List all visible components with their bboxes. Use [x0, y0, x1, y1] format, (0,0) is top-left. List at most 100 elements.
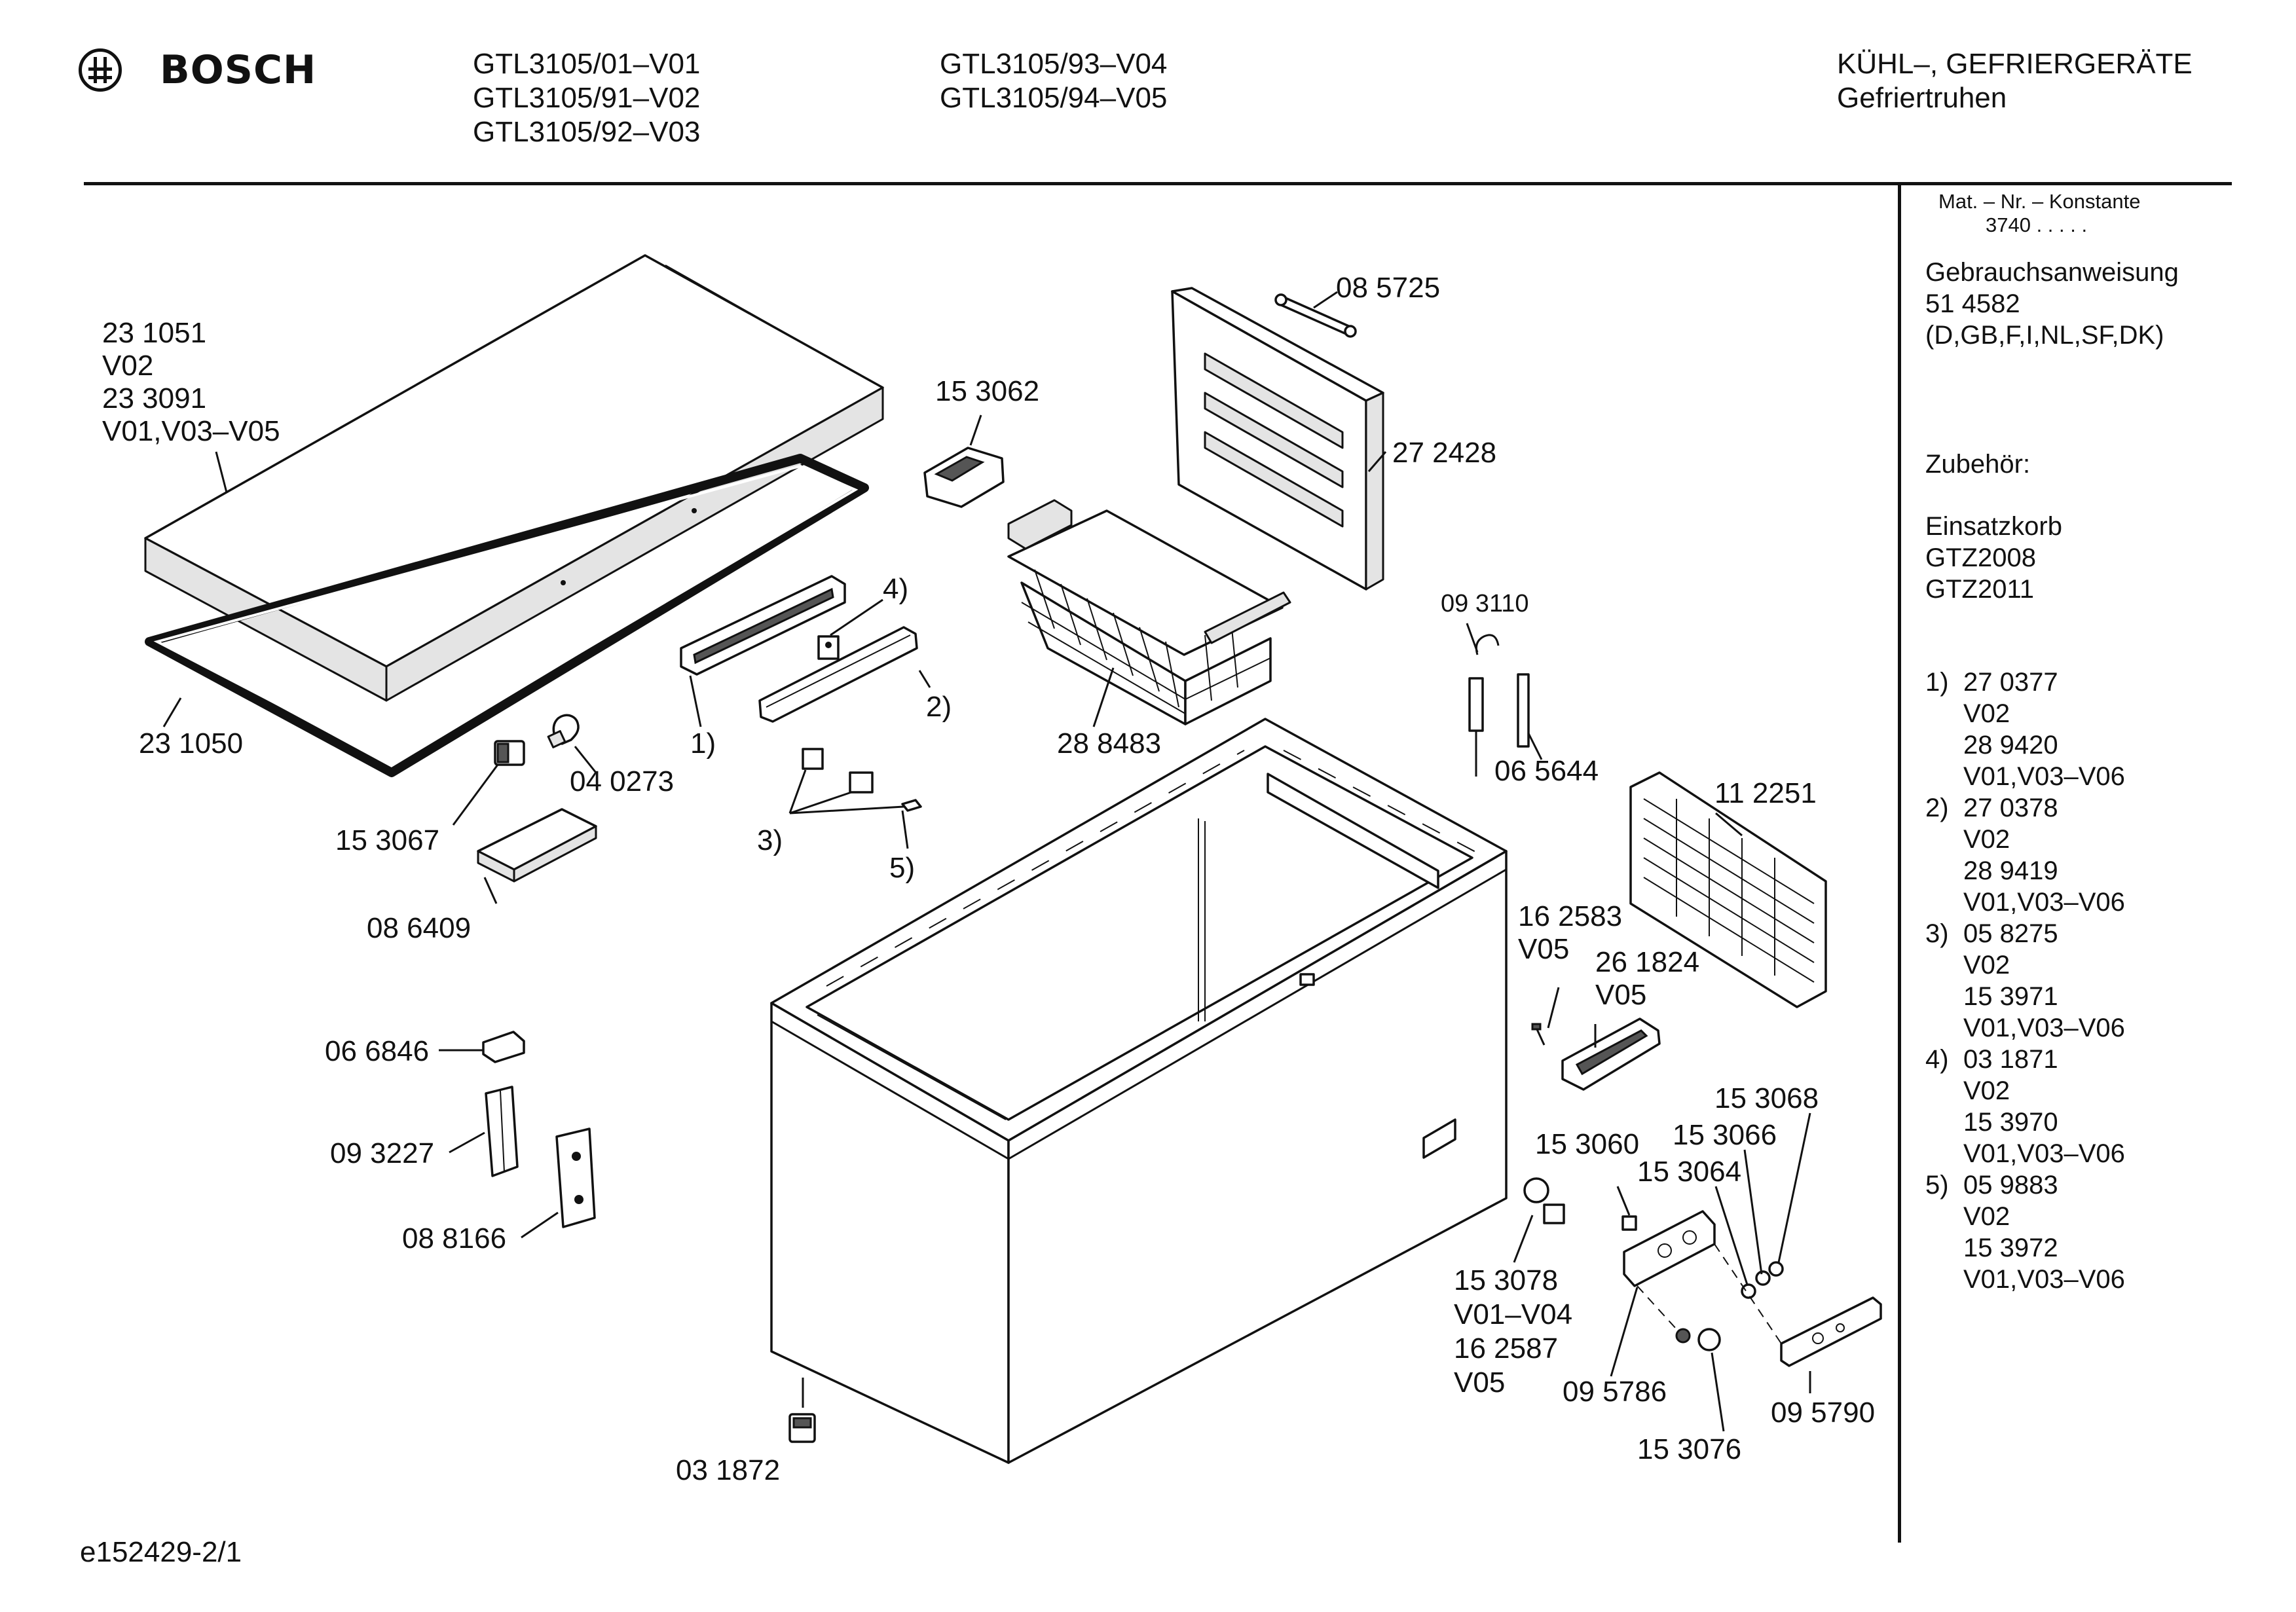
knob	[1675, 1328, 1721, 1351]
model-list-col2: GTL3105/93–V04 GTL3105/94–V05	[940, 47, 1167, 115]
grille-divider	[1171, 287, 1384, 591]
footnote-line: V02	[1925, 1075, 2125, 1107]
footnote-line: 5) 05 9883	[1925, 1169, 2125, 1201]
label-basket: 28 8483	[1057, 727, 1161, 760]
label-hinge: 08 8166	[402, 1222, 506, 1255]
footnote-line: V01,V03–V06	[1925, 1138, 2125, 1169]
footnote-line: V02	[1925, 1201, 2125, 1232]
footnote-line: 2)27 0378	[1925, 792, 2125, 824]
footnote-part-number: V01,V03–V06	[1963, 1139, 2125, 1168]
part-labels: 23 1051 V02 23 3091 V01,V03–V05 23 1050 …	[102, 272, 1875, 1486]
footnote-line: 15 3971	[1925, 981, 2125, 1012]
cabinet	[770, 718, 1508, 1464]
footnote-line: 15 3972	[1925, 1232, 2125, 1264]
model-list-col1: GTL3105/01–V01 GTL3105/91–V02 GTL3105/92…	[473, 47, 700, 149]
footnote-part-number: 15 3970	[1963, 1108, 2058, 1137]
label-thermostat: 16 2587	[1454, 1332, 1558, 1365]
back-grille	[1629, 771, 1827, 1008]
footnote-line: V01,V03–V06	[1925, 1264, 2125, 1295]
lamp-socket	[1523, 1177, 1565, 1224]
footnote-part-number: V02	[1963, 1076, 2010, 1105]
footnote-line: 4) 03 1871	[1925, 1044, 2125, 1075]
hinge	[555, 1127, 596, 1228]
model-number: GTL3105/01–V01	[473, 48, 701, 80]
category-title: KÜHL–, GEFRIERGERÄTE	[1837, 48, 2193, 80]
footnote-part-number: V02	[1963, 951, 2010, 980]
parts-drawing: 23 1051 V02 23 3091 V01,V03–V05 23 1050 …	[102, 254, 1882, 1486]
label-back-grille: 11 2251	[1714, 777, 1817, 809]
footnote-number: 4)	[1925, 1045, 1949, 1074]
label-lid: 23 1051	[102, 317, 206, 349]
category-block: KÜHL–, GEFRIERGERÄTE Gefriertruhen	[1837, 47, 2193, 115]
footnote-part-number: 15 3971	[1963, 982, 2058, 1011]
footnote-line: 3)05 8275	[1925, 918, 2125, 949]
footnote-part-number: 15 3972	[1963, 1234, 2058, 1262]
recessed-handle	[1561, 1017, 1661, 1091]
drawing-id: e152429-2/1	[80, 1536, 242, 1568]
manual-title: Gebrauchsanweisung	[1925, 258, 2179, 287]
footnote-part-number: 27 0377	[1963, 668, 2058, 697]
footnote-line: V02	[1925, 824, 2125, 855]
screw	[1531, 1023, 1546, 1046]
label-grille-divider: 27 2428	[1392, 437, 1496, 469]
material-constant-label: Mat. – Nr. – Konstante	[1938, 190, 2141, 213]
clips	[802, 748, 922, 812]
footnote-line: 15 3970	[1925, 1107, 2125, 1138]
footnote-number: 1)	[1925, 668, 1949, 697]
accessory-item: GTZ2011	[1925, 575, 2034, 604]
footnote-part-number: 28 9420	[1963, 731, 2058, 760]
footnote-part-number: V01,V03–V06	[1963, 1265, 2125, 1294]
label-screw: V05	[1518, 933, 1569, 965]
label-thermostat-sensor: 09 3110	[1441, 590, 1529, 617]
label-lamp-holder: 15 3067	[335, 824, 439, 856]
label-lamp-socket: 15 3060	[1535, 1128, 1639, 1160]
assembly-guides	[1637, 1243, 1782, 1344]
label-clip-small: 5)	[889, 852, 915, 884]
label-lamp-cover: 08 6409	[367, 912, 471, 944]
footnote-line: 28 9419	[1925, 855, 2125, 887]
label-thermostat: 15 3078	[1454, 1264, 1558, 1296]
footnote-number: 5)	[1925, 1171, 1949, 1200]
brand-name: BOSCH	[160, 47, 317, 93]
basket	[1007, 499, 1291, 725]
footnote-part-number: V02	[1963, 825, 2010, 854]
category-subtitle: Gefriertruhen	[1837, 82, 2007, 114]
label-lid: V01,V03–V05	[102, 415, 280, 447]
label-bulb: 04 0273	[570, 765, 674, 797]
label-handle-cap: 4)	[883, 573, 908, 605]
label-gasket: 23 1050	[139, 727, 243, 760]
sensor-rod	[1517, 673, 1530, 748]
lamp-holder	[494, 740, 525, 766]
control-panel	[1780, 1296, 1882, 1367]
label-thermostat: V05	[1454, 1366, 1505, 1399]
footnote-part-number: V01,V03–V06	[1963, 762, 2125, 791]
footnote-part-number: V02	[1963, 1202, 2010, 1231]
footnote-line: V02	[1925, 949, 2125, 981]
label-foot: 03 1872	[676, 1454, 780, 1486]
lid-gasket	[145, 454, 869, 777]
model-number: GTL3105/92–V03	[473, 116, 701, 148]
handle	[680, 575, 846, 676]
material-constant-value: 3740 . . . . .	[1986, 213, 2088, 236]
footnote-part-number: 05 9883	[1963, 1171, 2058, 1200]
label-indicator-2: 15 3066	[1673, 1119, 1777, 1151]
foot	[788, 1413, 816, 1443]
footnote-part-number: V02	[1963, 699, 2010, 728]
label-thermostat: V01–V04	[1454, 1298, 1572, 1330]
label-hinge-bar: 08 5725	[1336, 272, 1440, 304]
accessories-title: Zubehör:	[1925, 450, 2031, 479]
label-lid: 23 3091	[102, 382, 206, 414]
handle-bar	[758, 626, 918, 723]
label-lid: V02	[102, 350, 153, 382]
label-latch: 15 3062	[935, 375, 1039, 407]
footnote-line: V01,V03–V06	[1925, 887, 2125, 918]
footnote-part-number: 03 1871	[1963, 1045, 2058, 1074]
label-screw: 16 2583	[1518, 900, 1622, 932]
bosch-logo: BOSCH	[79, 47, 316, 93]
accessories-list: Einsatzkorb GTZ2008 GTZ2011	[1925, 511, 2062, 605]
bulb	[547, 714, 580, 748]
manual-languages: (D,GB,F,I,NL,SF,DK)	[1925, 321, 2164, 350]
label-indicator-1: 15 3068	[1714, 1082, 1819, 1114]
label-bracket: 06 6846	[325, 1035, 429, 1067]
